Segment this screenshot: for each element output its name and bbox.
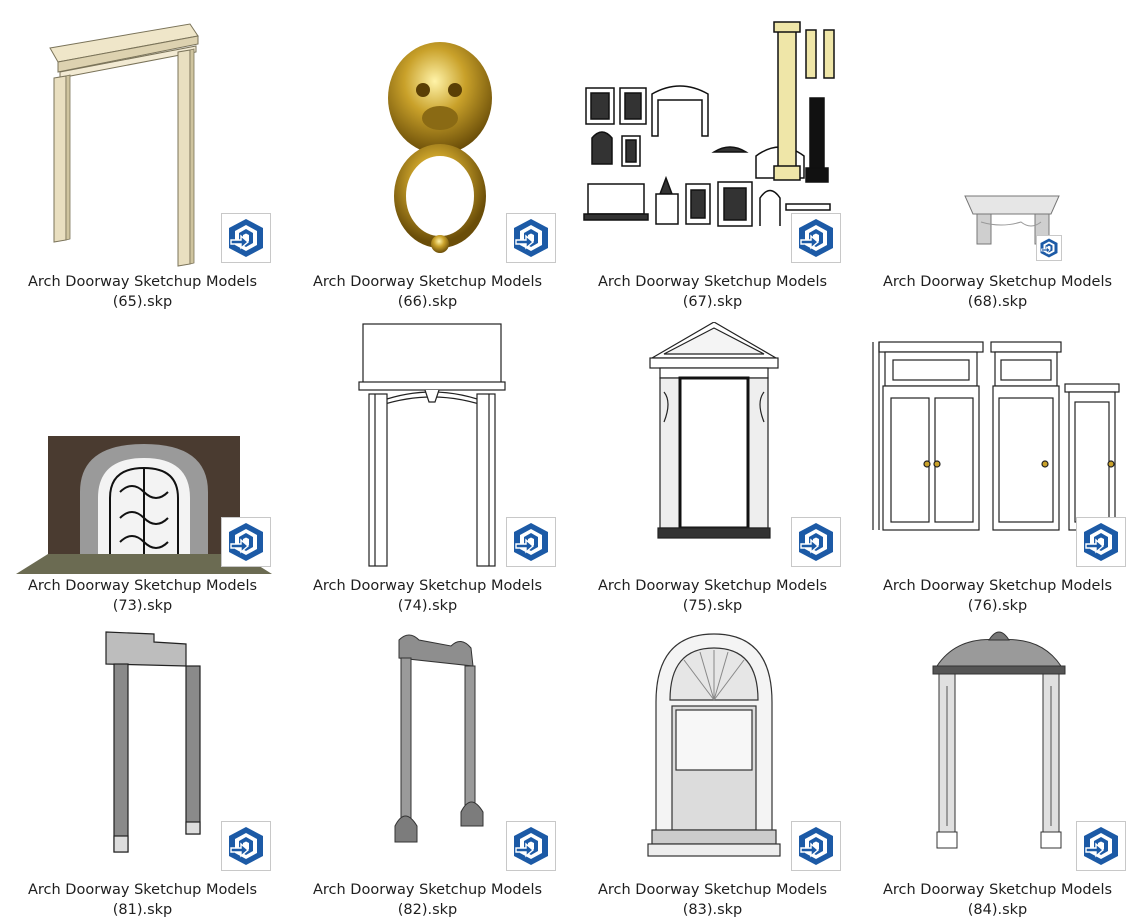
file-name: Arch Doorway Sketchup Models(73).skp (27, 578, 258, 614)
file-item[interactable]: Arch Doorway Sketchup Models(74).skp (285, 314, 560, 614)
thumbnail (580, 626, 842, 878)
file-item[interactable]: Arch Doorway Sketchup Models(81).skp (0, 618, 275, 918)
file-item[interactable]: Arch Doorway Sketchup Models(83).skp (570, 618, 845, 918)
file-name: Arch Doorway Sketchup Models(83).skp (597, 882, 828, 918)
file-name: Arch Doorway Sketchup Models(84).skp (882, 882, 1113, 918)
file-item[interactable]: Arch Doorway Sketchup Models(66).skp (285, 10, 560, 310)
thumbnail (295, 322, 557, 574)
thumbnail (10, 322, 272, 574)
sketchup-file-icon (221, 821, 271, 871)
file-name: Arch Doorway Sketchup Models(81).skp (27, 882, 258, 918)
file-name: Arch Doorway Sketchup Models(75).skp (597, 578, 828, 614)
thumbnail (295, 18, 557, 270)
sketchup-file-icon (1036, 235, 1062, 261)
thumbnail (295, 626, 557, 878)
sketchup-file-icon (1076, 821, 1126, 871)
file-name: Arch Doorway Sketchup Models(67).skp (597, 274, 828, 310)
sketchup-file-icon (221, 517, 271, 567)
file-item[interactable]: Arch Doorway Sketchup Models(73).skp (0, 314, 275, 614)
sketchup-file-icon (506, 517, 556, 567)
thumbnail (865, 626, 1127, 878)
file-item[interactable]: Arch Doorway Sketchup Models(68).skp (855, 10, 1130, 310)
file-name: Arch Doorway Sketchup Models(65).skp (27, 274, 258, 310)
file-item[interactable]: Arch Doorway Sketchup Models(82).skp (285, 618, 560, 918)
sketchup-file-icon (506, 821, 556, 871)
sketchup-file-icon (1076, 517, 1126, 567)
thumbnail (10, 626, 272, 878)
file-item[interactable]: Arch Doorway Sketchup Models(84).skp (855, 618, 1130, 918)
thumbnail (865, 322, 1127, 574)
sketchup-file-icon (791, 213, 841, 263)
file-name: Arch Doorway Sketchup Models(74).skp (312, 578, 543, 614)
thumbnail (580, 322, 842, 574)
sketchup-file-icon (506, 213, 556, 263)
file-item[interactable]: Arch Doorway Sketchup Models(65).skp (0, 10, 275, 310)
file-item[interactable]: Arch Doorway Sketchup Models(76).skp (855, 314, 1130, 614)
sketchup-file-icon (221, 213, 271, 263)
thumbnail (580, 18, 842, 270)
thumbnail (10, 18, 272, 270)
sketchup-file-icon (791, 517, 841, 567)
file-name: Arch Doorway Sketchup Models(76).skp (882, 578, 1113, 614)
file-item[interactable]: Arch Doorway Sketchup Models(67).skp (570, 10, 845, 310)
thumbnail (865, 18, 1127, 270)
file-name: Arch Doorway Sketchup Models(82).skp (312, 882, 543, 918)
file-item[interactable]: Arch Doorway Sketchup Models(75).skp (570, 314, 845, 614)
file-name: Arch Doorway Sketchup Models(68).skp (882, 274, 1113, 310)
file-name: Arch Doorway Sketchup Models(66).skp (312, 274, 543, 310)
sketchup-file-icon (791, 821, 841, 871)
